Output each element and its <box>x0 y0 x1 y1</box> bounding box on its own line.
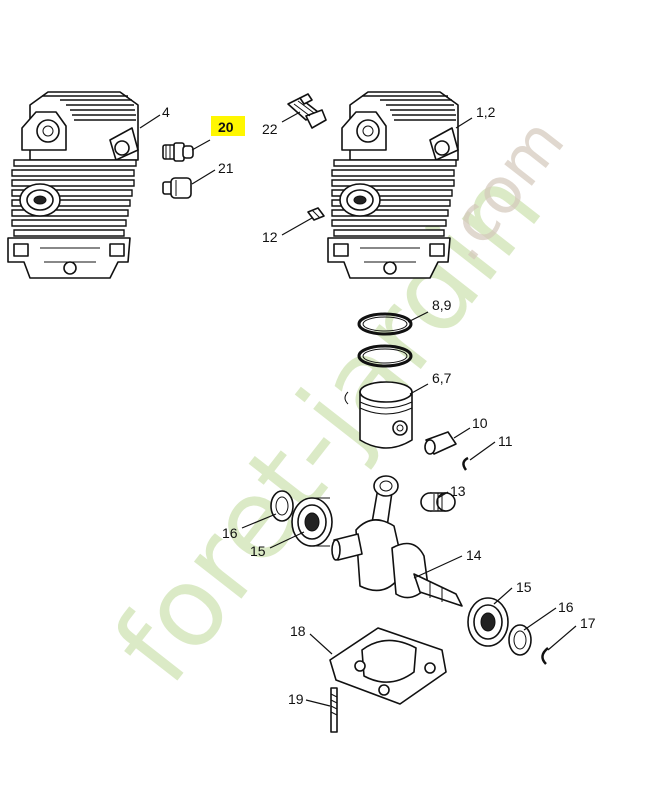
circlip-17 <box>541 647 549 665</box>
label-part-15-right: 15 <box>516 579 532 595</box>
seal-right <box>508 624 532 656</box>
part-labels: 4 20 21 22 12 1,2 8,9 6,7 10 11 13 16 15… <box>162 104 596 707</box>
leader-lines <box>139 111 577 707</box>
label-part-20: 20 <box>218 119 234 135</box>
piston-rings <box>357 312 413 368</box>
label-part-6-7: 6,7 <box>432 370 452 386</box>
part-22-decompression-valve <box>287 93 327 129</box>
label-part-16-right: 16 <box>558 599 574 615</box>
label-part-15-left: 15 <box>250 543 266 559</box>
label-part-18: 18 <box>290 623 306 639</box>
crankcase <box>329 627 447 705</box>
cylinder-right <box>327 91 459 279</box>
stud-bolt <box>330 687 338 733</box>
label-part-16-left: 16 <box>222 525 238 541</box>
piston <box>344 381 413 449</box>
cylinder-left <box>7 91 139 279</box>
label-part-21: 21 <box>218 160 234 176</box>
crankshaft <box>331 475 463 607</box>
label-part-8-9: 8,9 <box>432 297 452 313</box>
circlip-11 <box>462 456 469 471</box>
label-part-11: 11 <box>498 433 513 449</box>
seal-left <box>270 490 294 522</box>
label-part-1-2: 1,2 <box>476 104 496 120</box>
label-part-14: 14 <box>466 547 482 563</box>
part-21-plug <box>162 177 192 199</box>
label-part-12: 12 <box>262 229 278 245</box>
part-12-screw <box>307 207 325 221</box>
label-part-10: 10 <box>472 415 488 431</box>
piston-pin <box>424 431 457 455</box>
highlight-box <box>211 116 245 136</box>
bearing-left <box>291 497 333 547</box>
part-20-fitting <box>162 142 194 162</box>
label-part-4: 4 <box>162 104 170 120</box>
bearing-right <box>467 597 509 647</box>
label-part-17: 17 <box>580 615 596 631</box>
label-part-13: 13 <box>450 483 466 499</box>
label-part-22: 22 <box>262 121 278 137</box>
label-part-19: 19 <box>288 691 304 707</box>
